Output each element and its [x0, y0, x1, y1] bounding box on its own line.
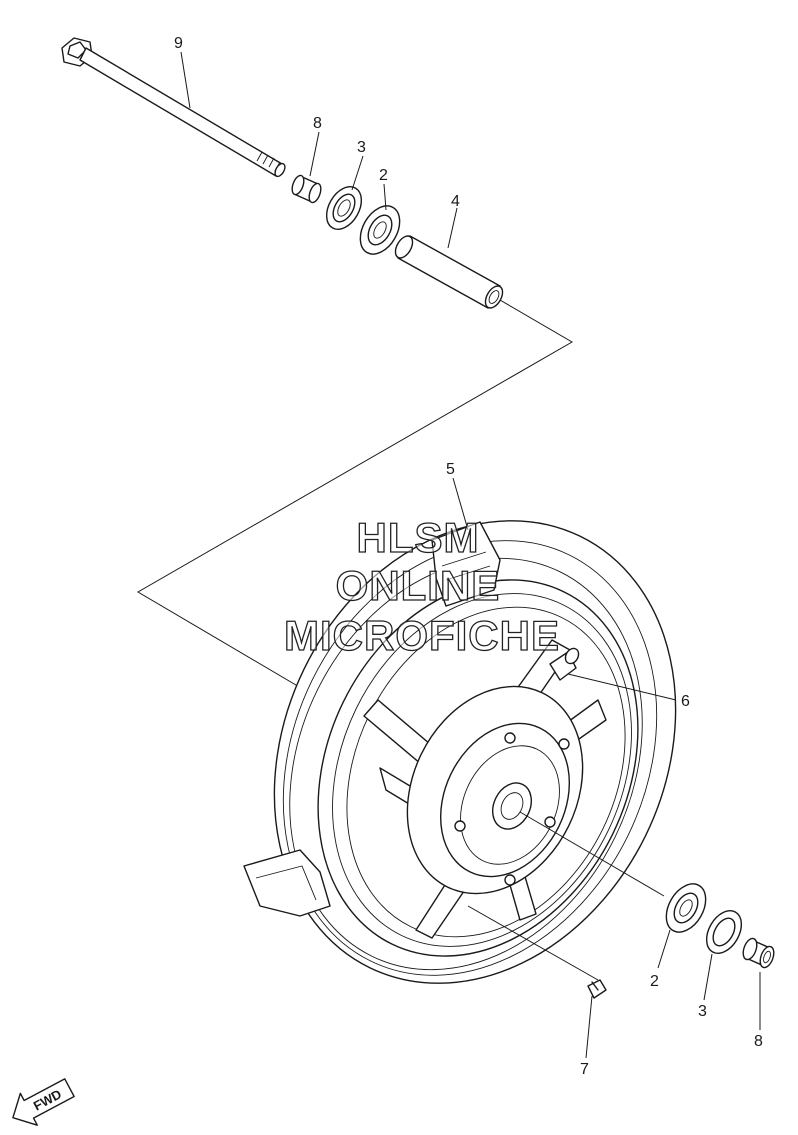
- watermark-line-2: ONLINE: [336, 562, 501, 609]
- watermark-line-1: HLSM: [357, 514, 480, 561]
- collar-top[interactable]: [290, 174, 323, 204]
- valve-cap[interactable]: [587, 979, 607, 999]
- callout-labels: 9 8 3 2 4 5 6 7 2 3 8: [174, 35, 763, 1078]
- lower-assembly-line: [519, 811, 665, 897]
- callout-8-top: 8: [313, 115, 322, 132]
- leader-lines: [180, 51, 761, 1059]
- front-wheel-assembly[interactable]: [199, 453, 751, 1051]
- tire-valve[interactable]: [549, 646, 581, 681]
- callout-2-bottom: 2: [650, 973, 659, 990]
- fwd-arrow-icon: FWD: [12, 1078, 75, 1126]
- callout-5: 5: [446, 461, 455, 478]
- bearing-top[interactable]: [352, 199, 407, 261]
- oil-seal-top[interactable]: [320, 181, 369, 236]
- callout-2-top: 2: [379, 167, 388, 184]
- callout-9: 9: [174, 35, 183, 52]
- watermark: HLSM ONLINE MICROFICHE: [283, 513, 560, 659]
- callout-4: 4: [451, 193, 460, 210]
- callout-3-bottom: 3: [698, 1003, 707, 1020]
- callout-7: 7: [580, 1061, 589, 1078]
- callout-6: 6: [681, 693, 690, 710]
- wheel-spacer[interactable]: [392, 233, 506, 311]
- balance-weight[interactable]: [431, 521, 501, 607]
- bearing-bottom[interactable]: [658, 877, 713, 939]
- callout-8-bottom: 8: [754, 1033, 763, 1050]
- oil-seal-bottom[interactable]: [700, 905, 749, 960]
- assembly-line: [137, 299, 573, 699]
- callout-3-top: 3: [357, 139, 366, 156]
- front-wheel-axle[interactable]: [61, 37, 287, 178]
- watermark-line-3: MICROFICHE: [284, 612, 560, 659]
- collar-bottom[interactable]: [741, 937, 777, 970]
